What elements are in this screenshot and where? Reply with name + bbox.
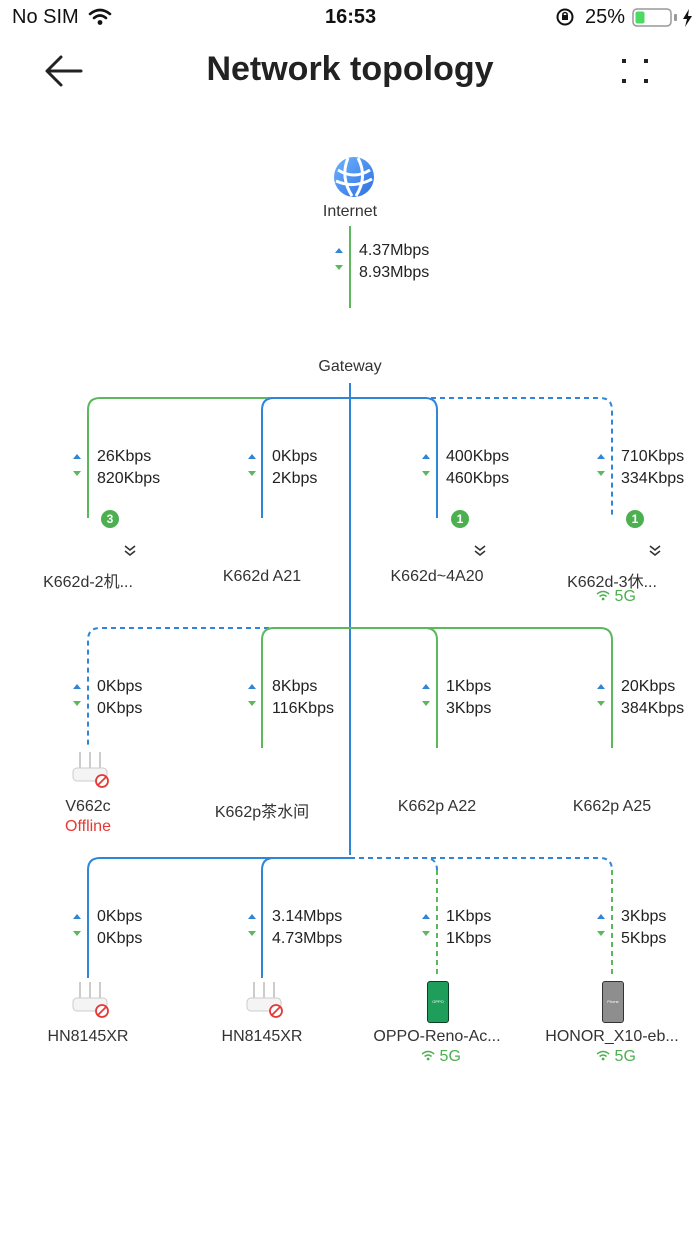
gateway-label: Gateway <box>318 358 382 375</box>
download-speed: 384Kbps <box>621 700 685 717</box>
traffic-arrows-icon <box>248 684 256 706</box>
traffic-arrows-icon <box>597 684 605 706</box>
upload-speed: 710Kbps <box>621 448 685 465</box>
upload-speed: 1Kbps <box>446 678 492 695</box>
upload-speed: 20Kbps <box>621 678 676 695</box>
wifi-icon <box>421 1050 435 1061</box>
upload-speed: 1Kbps <box>446 908 492 925</box>
phone-icon: Phone <box>602 981 624 1023</box>
upload-speed: 8Kbps <box>272 678 318 695</box>
device-name: HN8145XR <box>47 1028 129 1045</box>
router-icon <box>72 982 109 1018</box>
client-count-badge: 1 <box>626 510 644 528</box>
traffic-arrows-icon <box>422 684 430 706</box>
battery-percent: 25% <box>585 6 626 28</box>
device-name: K662d A21 <box>222 568 302 585</box>
device-name: HN8145XR <box>221 1028 303 1045</box>
phone-screen-text: Phone <box>607 999 619 1004</box>
upload-speed: 0Kbps <box>272 448 318 465</box>
expand-chevron-icon[interactable] <box>648 545 662 557</box>
wifi-band-indicator: 5G <box>596 588 636 606</box>
device-name: OPPO-Reno-Ac... <box>373 1028 501 1045</box>
phone-screen-text: OPPO <box>432 999 444 1004</box>
upload-speed: 3Kbps <box>621 908 667 925</box>
wifi-icon <box>596 590 610 601</box>
link-line <box>350 857 438 871</box>
internet-upload-speed: 4.37Mbps <box>359 242 430 259</box>
traffic-arrows-icon <box>73 914 81 936</box>
clock: 16:53 <box>325 6 377 28</box>
link-line <box>350 857 613 871</box>
device-name: K662d-2机... <box>43 574 133 591</box>
download-speed: 116Kbps <box>272 700 334 717</box>
traffic-arrows-icon <box>422 454 430 476</box>
wifi-icon <box>596 1050 610 1061</box>
traffic-arrows-icon <box>73 454 81 476</box>
expand-chevron-icon[interactable] <box>123 545 137 557</box>
internet-download-speed: 8.93Mbps <box>359 264 430 281</box>
device-name: K662p茶水间 <box>214 804 310 821</box>
wifi-band-indicator: 5G <box>421 1048 461 1066</box>
download-speed: 3Kbps <box>446 700 492 717</box>
client-count-badge: 1 <box>451 510 469 528</box>
router-offline-icon <box>72 752 109 788</box>
traffic-arrows-icon <box>422 914 430 936</box>
traffic-arrows-icon <box>73 684 81 706</box>
carrier-label: No SIM <box>12 6 79 28</box>
download-speed: 2Kbps <box>272 470 318 487</box>
expand-chevron-icon[interactable] <box>473 545 487 557</box>
device-name: K662p A25 <box>572 798 652 815</box>
download-speed: 460Kbps <box>446 470 510 487</box>
traffic-arrows-icon <box>248 454 256 476</box>
upload-speed: 0Kbps <box>97 908 143 925</box>
wifi-icon <box>88 8 112 25</box>
upload-speed: 0Kbps <box>97 678 143 695</box>
phone-icon: OPPO <box>427 981 449 1023</box>
router-icon <box>246 982 283 1018</box>
upload-speed: 26Kbps <box>97 448 152 465</box>
download-speed: 5Kbps <box>621 930 667 947</box>
traffic-arrows-icon <box>597 914 605 936</box>
back-arrow-icon[interactable] <box>44 54 84 88</box>
page-title: Network topology <box>206 50 494 88</box>
wifi-band-indicator: 5G <box>596 1048 636 1066</box>
download-speed: 0Kbps <box>97 930 143 947</box>
download-speed: 0Kbps <box>97 700 143 717</box>
band-label: 5G <box>614 1048 636 1065</box>
internet-label: Internet <box>322 203 378 220</box>
upload-speed: 400Kbps <box>446 448 510 465</box>
download-speed: 334Kbps <box>621 470 685 487</box>
device-name: V662c <box>65 798 111 815</box>
fullscreen-icon[interactable] <box>618 56 652 86</box>
band-label: 5G <box>439 1048 461 1065</box>
band-label: 5G <box>614 588 636 605</box>
traffic-arrows-icon <box>597 454 605 476</box>
battery-icon <box>632 8 692 27</box>
orientation-lock-icon <box>556 8 574 26</box>
download-speed: 820Kbps <box>97 470 161 487</box>
offline-status: Offline <box>65 818 111 835</box>
download-speed: 1Kbps <box>446 930 492 947</box>
client-count-badge: 3 <box>101 510 119 528</box>
download-speed: 4.73Mbps <box>272 930 343 947</box>
device-name: HONOR_X10-eb... <box>545 1028 679 1045</box>
upload-arrow-icon <box>335 248 343 270</box>
device-name: K662d~4A20 <box>390 568 484 585</box>
globe-icon[interactable] <box>332 155 376 199</box>
device-name: K662d-3休... <box>567 574 657 591</box>
upload-speed: 3.14Mbps <box>272 908 343 925</box>
traffic-arrows-icon <box>248 914 256 936</box>
device-name: K662p A22 <box>397 798 477 815</box>
